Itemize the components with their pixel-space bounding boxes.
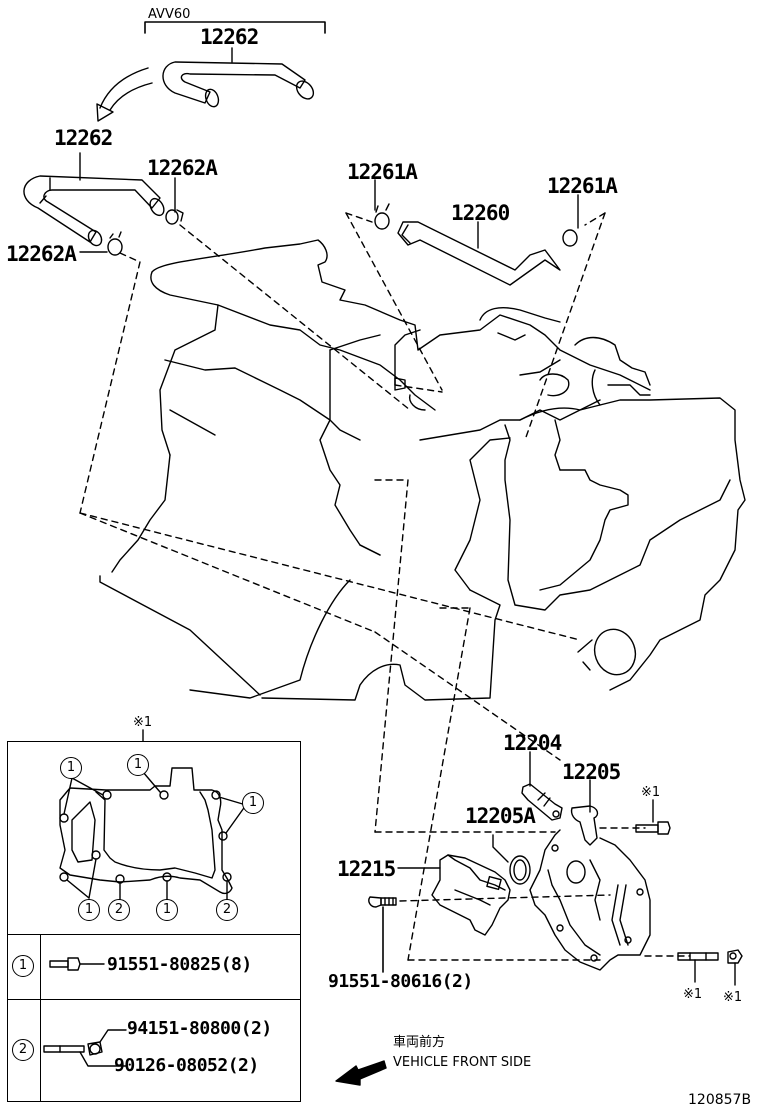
callout-hose-12262[interactable]: 12262: [54, 126, 113, 150]
nut-note-1: [727, 949, 743, 986]
callout-cover-12205[interactable]: 12205: [562, 760, 621, 784]
callout-clamp-upper[interactable]: 12262A: [147, 156, 218, 180]
variant-bracket: [144, 21, 326, 63]
callout-separator-12215[interactable]: 12215: [337, 857, 396, 881]
legend-part-90126-08052[interactable]: 90126-08052(2): [114, 1055, 259, 1076]
dashed-leader-lines-upper: [79, 212, 606, 641]
hose-12260: [374, 179, 579, 286]
bolt-91551-80616: [368, 896, 397, 973]
panel-column-divider: [40, 934, 41, 1101]
note-marker-nut: ※1: [723, 990, 743, 1005]
gasket-marker: 1: [60, 757, 82, 779]
gasket-marker: 2: [108, 899, 130, 921]
legend-marker-1: 1: [12, 955, 34, 977]
vehicle-front-label-en: VEHICLE FRONT SIDE: [393, 1055, 532, 1070]
legend-part-94151-80800[interactable]: 94151-80800(2): [127, 1018, 272, 1039]
gasket-marker: 1: [156, 899, 178, 921]
hose-variant-avv60: [162, 61, 315, 108]
legend-part-91551-80825[interactable]: 91551-80825(8): [107, 954, 252, 975]
callout-clamp-right[interactable]: 12261A: [547, 174, 618, 198]
bolt-note-1-top: [635, 799, 671, 835]
legend-bolt-2-drawing: [43, 1029, 127, 1067]
seal-ring-12205A: [492, 834, 531, 885]
oil-separator-cover-12205: [529, 779, 651, 971]
gasket-marker: 1: [78, 899, 100, 921]
hose-12262: [23, 152, 184, 256]
curved-arrow-icon: [96, 67, 153, 122]
diagram-id: 120857B: [688, 1092, 752, 1108]
engine-block: [99, 239, 746, 701]
gasket-marker: 1: [127, 754, 149, 776]
vehicle-front-label-jp: 車両前方: [393, 1035, 446, 1050]
callout-clamp-lower[interactable]: 12262A: [6, 242, 77, 266]
callout-bolt-91551-80616[interactable]: 91551-80616(2): [328, 971, 473, 992]
gasket-detail-title: ※1: [133, 715, 153, 730]
variant-label: AVV60: [148, 7, 191, 22]
callout-valve-12204[interactable]: 12204: [503, 731, 562, 755]
oil-separator-12215: [397, 854, 511, 936]
panel-divider-2: [7, 999, 301, 1000]
gasket-marker: 1: [242, 792, 264, 814]
pcv-valve-12204: [521, 751, 563, 821]
panel-divider-1: [7, 934, 301, 935]
note-marker-bolt-top: ※1: [641, 785, 661, 800]
gasket-marker: 2: [216, 899, 238, 921]
callout-variant-hose[interactable]: 12262: [200, 25, 259, 49]
callout-seal-12205A[interactable]: 12205A: [465, 804, 536, 828]
dashed-leader-lines-lower: [79, 479, 691, 961]
arrow-left-down-icon: [335, 1060, 387, 1086]
detail-legend-panel: [7, 741, 301, 1102]
legend-bolt-1-drawing: [49, 957, 105, 971]
callout-clamp-left[interactable]: 12261A: [347, 160, 418, 184]
legend-marker-2: 2: [12, 1039, 34, 1061]
callout-hose-12260[interactable]: 12260: [451, 201, 510, 225]
note-marker-stud: ※1: [683, 987, 703, 1002]
gasket-detail-drawing: [59, 729, 247, 901]
stud-bolt-note-1: [677, 952, 719, 983]
